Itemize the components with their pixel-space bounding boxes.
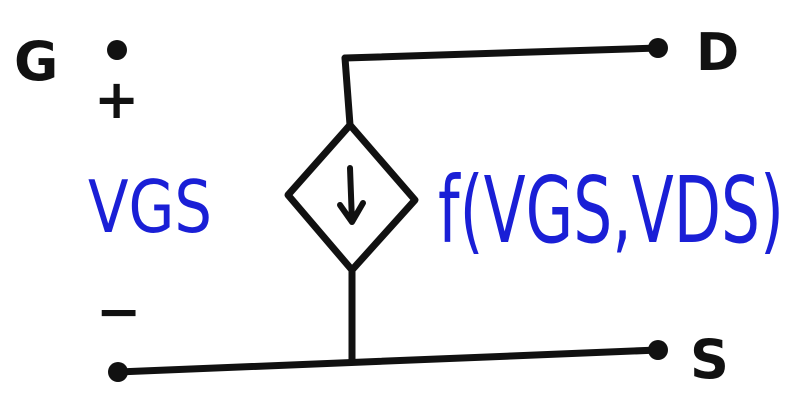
gate-label: G [14,30,58,93]
drain-wire [341,44,662,62]
plus-sign: + [94,68,139,131]
source-function-label: f(VGS,VDS) [438,157,784,264]
source-label: S [690,328,729,391]
drain-terminal-dot [648,38,668,58]
drain-vertical-wire [341,54,354,129]
drain-label: D [696,23,739,83]
vgs-label: VGS [88,165,212,249]
ground-terminal-dot [108,362,128,382]
gate-terminal-dot [107,40,127,60]
current-arrow [337,165,366,225]
source-wire [114,346,662,376]
minus-sign: − [96,280,141,343]
source-terminal-dot [648,340,668,360]
